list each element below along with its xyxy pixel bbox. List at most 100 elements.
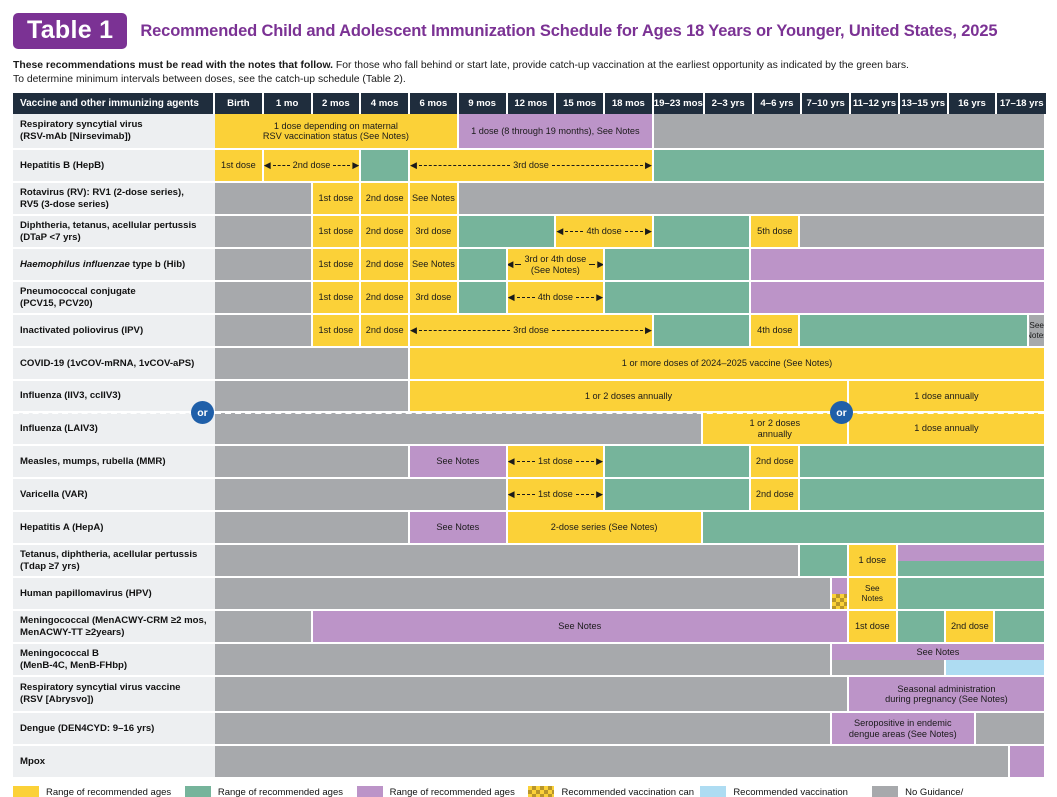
schedule-bar-gray [215,413,703,445]
schedule-bar-yellow: 1 or more doses of 2024–2025 vaccine (Se… [410,348,1044,380]
schedule-bar-yellow: 1 or 2 doses annually [410,381,849,412]
schedule-bars: 1st dose◀2nd dose▶◀3rd dose▶ [215,150,1044,184]
header-age-column: 19–23 mos [653,93,705,115]
header-age-column: 9 mos [458,93,508,115]
legend-item: Range of recommended agesfor all childre… [13,786,185,797]
schedule-bars [215,746,1044,780]
schedule-bar-gray [215,446,411,478]
header-age-column: 2 mos [312,93,362,115]
legend-swatch-purple [356,786,383,797]
header-age-column: 17–18 yrs [997,93,1047,115]
vaccine-name-cell: Meningococcal B(MenB-4C, MenB-FHbp) [13,644,215,678]
schedule-bar-green [800,446,1044,478]
schedule-bar-gray [215,216,313,248]
schedule-bar-green [995,611,1044,643]
header-age-column: 4 mos [361,93,410,115]
schedule-bar-gray [215,713,832,745]
schedule-bar-gray [215,611,313,643]
header-age-column: 12 mos [507,93,557,115]
schedule-bar-green [653,315,752,347]
schedule-bar-green [702,512,1044,544]
schedule-bar-gray [215,512,411,544]
schedule-bar-yellow: 2nd dose [361,183,411,215]
schedule-bar-yellow: 3rd dose [410,282,459,314]
table-row: Varicella (VAR)◀1st dose▶2nd dose [13,479,1044,513]
vaccine-name-cell: Meningococcal (MenACWY-CRM ≥2 mos,MenACW… [13,611,215,645]
vaccine-name-cell: Tetanus, diphtheria, acellular pertussis… [13,545,215,579]
vaccine-name-cell: Influenza (LAIV3) [13,413,215,447]
table-row: Diphtheria, tetanus, acellular pertussis… [13,216,1044,250]
schedule-bars: See Notes◀1st dose▶2nd dose [215,446,1044,480]
schedule-bar-gray [215,348,411,380]
vaccine-name-cell: Mpox [13,746,215,780]
schedule-bar-green [605,446,752,478]
vaccine-name-cell: Respiratory syncytial virus vaccine(RSV … [13,677,215,714]
intro-rest: For those who fall behind or start late,… [333,60,909,71]
schedule-bar-purple: See Notes [312,611,849,643]
schedule-bar-yellow: See Notes [410,249,459,281]
legend-swatch-green [184,786,211,797]
title-row: Table 1 Recommended Child and Adolescent… [0,0,1057,50]
legend-swatch-yellow [13,786,39,797]
vaccine-name-cell: Measles, mumps, rubella (MMR) [13,446,215,480]
schedule-bar-yellow: 2nd dose [361,315,411,347]
schedule-bar-gray [215,315,313,347]
schedule-bar-yellow: 1st dose [312,282,362,314]
schedule-bar-yellow: 2nd dose [751,479,801,511]
header-age-column: 4–6 yrs [753,93,803,115]
intro-bold: These recommendations must be read with … [13,60,334,71]
schedule-bar-yellow: ◀4th dose▶ [507,282,606,314]
table-row: Influenza (IIV3, ccIIV3)1 or 2 doses ann… [13,381,1044,414]
schedule-bar-purple: 1 dose (8 through 19 months), See Notes [458,114,654,149]
vaccine-name-cell: Influenza (IIV3, ccIIV3) [13,381,215,414]
schedule-bar-green [458,249,508,281]
legend-swatch-gray [872,786,899,797]
or-divider-dashed-line [215,412,1044,415]
schedule-bar-purple [831,578,849,594]
schedule-bar-gray [215,644,832,676]
legend-line-1: Range of recommended ages [46,787,172,797]
legend-label: Range of recommended agesfor catch-up va… [218,786,343,797]
legend-label: Range of recommended agesfor all childre… [46,786,171,797]
schedule-bar-green [361,150,411,182]
schedule-bar-yellow: 2nd dose [946,611,996,643]
legend-item: Range of recommended agesfor certain hig… [356,786,529,797]
schedule-bar-gray [653,114,1044,149]
vaccine-name-cell: Haemophilus influenzae type b (Hib) [13,249,215,283]
schedule-bar-gray [975,713,1044,745]
legend-line-1: No Guidance/ [905,787,964,797]
table-body: Respiratory syncytial virus(RSV-mAb [Nir… [13,114,1044,780]
vaccine-name-cell: Rotavirus (RV): RV1 (2-dose series),RV5 … [13,183,215,217]
schedule-bar-yellow: 1 dose annually [848,381,1044,412]
schedule-bar-green [458,216,557,248]
schedule-bar-green [897,611,947,643]
vaccine-name-cell: Inactivated poliovirus (IPV) [13,315,215,349]
schedule-bar-check [831,593,849,610]
table-row: Mpox [13,746,1044,780]
schedule-bar-yellow: 2nd dose [751,446,801,478]
table-row: Rotavirus (RV): RV1 (2-dose series),RV5 … [13,183,1044,217]
header-age-column: 7–10 yrs [802,93,852,115]
schedule-bar-purple: See Notes [831,644,1044,660]
legend-line-1: Range of recommended ages [389,787,515,797]
schedule-bar-yellow: 1st dose [312,216,362,248]
vaccine-name-cell: Hepatitis A (HepA) [13,512,215,546]
header-age-column: 13–15 yrs [899,93,949,115]
vaccine-name-cell: Respiratory syncytial virus(RSV-mAb [Nir… [13,114,215,151]
schedule-bar-gray [215,381,411,412]
vaccine-name-cell: Hepatitis B (HepB) [13,150,215,184]
